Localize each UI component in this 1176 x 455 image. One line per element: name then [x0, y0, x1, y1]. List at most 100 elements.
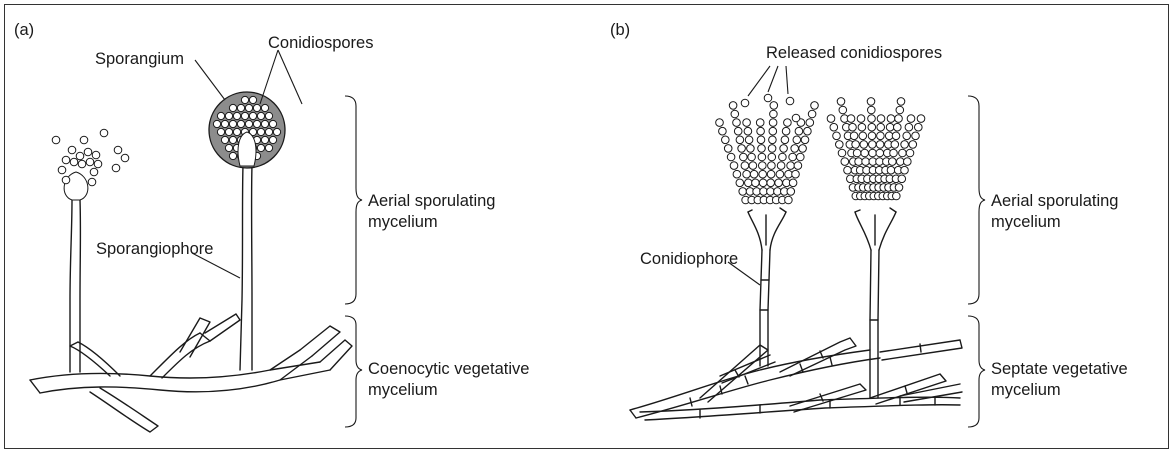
spore: [225, 144, 232, 151]
spore: [233, 112, 240, 119]
spore: [249, 112, 256, 119]
spore: [237, 104, 244, 111]
spore: [779, 153, 787, 161]
spore: [897, 98, 905, 106]
spore: [213, 120, 220, 127]
spore: [269, 120, 276, 127]
septate-vegetative-mycelium: [630, 338, 962, 420]
spore: [799, 145, 807, 153]
spore: [716, 119, 724, 127]
spore: [793, 136, 801, 144]
spore: [868, 123, 876, 131]
spore: [744, 127, 752, 135]
spore: [776, 170, 784, 178]
left-sporangiophore: [64, 172, 88, 372]
aerial-label-b-line2: mycelium: [991, 213, 1061, 231]
spore: [804, 127, 812, 135]
spore: [768, 145, 776, 153]
spore: [862, 158, 870, 166]
spore: [890, 149, 898, 157]
spore: [837, 98, 845, 106]
spore: [869, 141, 877, 149]
spore: [229, 136, 236, 143]
spore: [891, 141, 899, 149]
spore: [257, 144, 264, 151]
spore: [759, 170, 767, 178]
spore: [808, 110, 816, 118]
spore: [787, 188, 795, 196]
spore: [757, 136, 765, 144]
spore: [734, 127, 742, 135]
spore: [241, 96, 248, 103]
sporangium-label: Sporangium: [95, 50, 184, 68]
spore: [895, 184, 903, 192]
spore: [225, 112, 232, 119]
spore: [730, 162, 738, 170]
spore: [801, 136, 809, 144]
spore: [907, 115, 915, 123]
spore: [229, 152, 236, 159]
spore: [719, 127, 727, 135]
spore: [217, 128, 224, 135]
spore: [225, 128, 232, 135]
spore: [841, 158, 849, 166]
spore: [229, 120, 236, 127]
spore: [769, 119, 777, 127]
spore: [897, 158, 905, 166]
panel-b: (b): [610, 21, 1128, 427]
spore: [877, 132, 885, 140]
spore: [733, 119, 741, 127]
spore: [253, 120, 260, 127]
spore: [844, 166, 852, 174]
spore: [905, 123, 913, 131]
aerial-brace-b: [968, 96, 985, 304]
spore: [782, 127, 790, 135]
spore: [743, 170, 751, 178]
vegetative-label-a-line1: Coenocytic vegetative: [368, 360, 529, 378]
spore: [265, 128, 272, 135]
spore: [739, 188, 747, 196]
spore: [767, 188, 775, 196]
spore: [758, 153, 766, 161]
spore: [749, 162, 757, 170]
spore: [738, 145, 746, 153]
spore: [876, 141, 884, 149]
spore: [253, 104, 260, 111]
spore: [892, 132, 900, 140]
spore: [895, 115, 903, 123]
spore: [852, 141, 860, 149]
spore: [857, 115, 865, 123]
spore: [869, 149, 877, 157]
spore: [784, 119, 792, 127]
spore: [893, 192, 901, 200]
spore: [868, 132, 876, 140]
spore: [241, 112, 248, 119]
spore: [849, 123, 857, 131]
spore: [245, 104, 252, 111]
spore: [909, 141, 917, 149]
spore: [736, 136, 744, 144]
vegetative-label-b-line2: mycelium: [991, 381, 1061, 399]
spore: [894, 123, 902, 131]
spore: [736, 179, 744, 187]
spore: [858, 123, 866, 131]
spore: [758, 145, 766, 153]
spore: [868, 106, 876, 114]
spore: [868, 115, 876, 123]
spore: [839, 106, 847, 114]
spore: [724, 145, 732, 153]
panel-b-tag: (b): [610, 21, 630, 39]
spore: [887, 115, 895, 123]
sporangiophore-label: Sporangiophore: [96, 240, 213, 258]
conidiophore-label: Conidiophore: [640, 250, 738, 268]
spore: [767, 179, 775, 187]
spore: [795, 127, 803, 135]
spore: [867, 98, 875, 106]
spore: [901, 166, 909, 174]
vegetative-brace-b: [968, 316, 985, 427]
conidiophore-right: [827, 98, 925, 398]
spore: [249, 96, 256, 103]
spore: [221, 120, 228, 127]
coenocytic-vegetative-mycelium: [30, 314, 352, 432]
spore: [237, 120, 244, 127]
